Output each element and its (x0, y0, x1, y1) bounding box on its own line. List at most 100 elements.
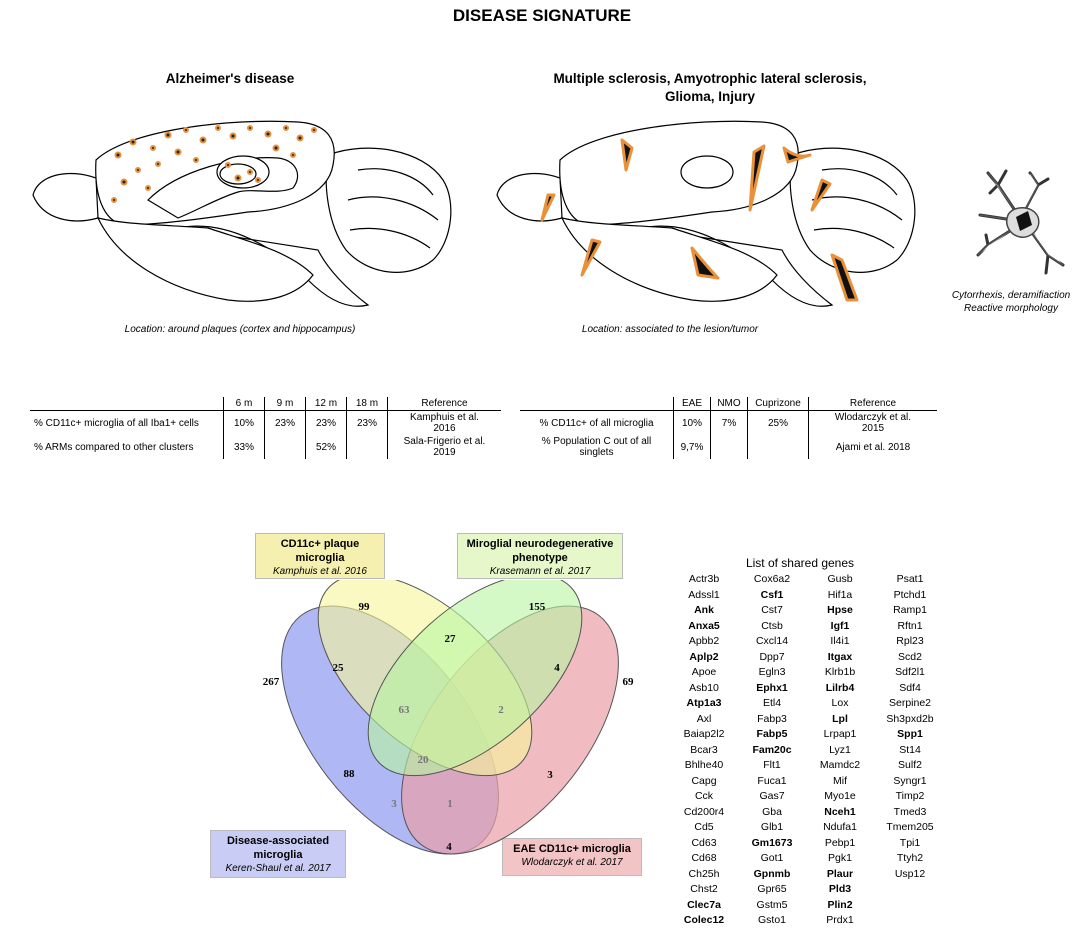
gene-item: Ramp1 (893, 604, 927, 616)
count-pink-only: 69 (623, 676, 635, 688)
amyloid-plaques (111, 125, 317, 203)
reactive-microglia-icon (976, 169, 1065, 275)
gene-item: Bhlhe40 (684, 759, 724, 771)
ms-title-line1: Multiple sclerosis, Amyotrophic lateral … (553, 71, 867, 86)
gene-item: Ttyh2 (896, 852, 924, 864)
gene-item: Asb10 (689, 681, 719, 694)
gene-item: Gsto1 (757, 914, 786, 926)
gene-item: Tmed3 (893, 805, 927, 818)
gene-item: Cck (694, 790, 714, 802)
gene-item: Etl4 (762, 697, 782, 709)
gene-item: Gusb (827, 573, 853, 585)
gene-item: Clec7a (687, 898, 721, 911)
cell-caption: Cytorrhexis, deramifiaction Reactive mor… (938, 289, 1084, 315)
gene-item: Colec12 (683, 914, 725, 926)
gene-item: Hpse (827, 604, 853, 616)
genes-title: List of shared genes (745, 556, 855, 570)
gene-item: Chst2 (690, 883, 718, 895)
main-title: DISEASE SIGNATURE (452, 6, 632, 25)
count-yellow-green: 27 (445, 633, 457, 645)
gene-item: Dpp7 (759, 650, 785, 663)
lower-brain (96, 217, 314, 302)
gene-item: Timp2 (895, 790, 925, 802)
gene-item: Cd5 (694, 821, 714, 833)
gene-item: Sdf4 (899, 681, 921, 694)
gene-item: Tpi1 (899, 836, 921, 849)
count-blue-yellow-pink: 3 (391, 798, 397, 810)
venn-diagram: 267 99 155 69 25 27 4 88 3 4 63 2 20 3 1 (263, 580, 635, 855)
gene-item: Lyz1 (829, 743, 851, 756)
gene-item: Cd68 (691, 852, 717, 864)
gene-item: Rpl23 (896, 635, 924, 647)
gene-item: Tmem205 (886, 821, 934, 833)
count-blue-pink: 4 (446, 841, 452, 853)
gene-item: Psat1 (896, 573, 924, 585)
gene-item: Adssl1 (688, 588, 720, 601)
table-header-row: 6 m 9 m 12 m 18 m Reference (30, 397, 501, 411)
gene-item: Glb1 (760, 821, 784, 833)
gene-item: Ctsb (761, 619, 783, 632)
gene-item: Ephx1 (756, 681, 788, 694)
gene-item: Bcar3 (690, 743, 718, 756)
gene-item: Sdf2l1 (895, 666, 925, 678)
gene-item: Mamdc2 (819, 759, 861, 771)
gene-item: Prdx1 (826, 914, 854, 926)
gene-item: Ch25h (688, 867, 720, 880)
gene-item: Gas7 (759, 790, 785, 802)
count-green-only: 155 (529, 601, 546, 613)
gene-item: Gpnmb (753, 867, 791, 880)
gene-item: Csf1 (760, 588, 784, 601)
gene-item: Anxa5 (688, 619, 720, 632)
ms-title: Multiple sclerosis, Amyotrophic lateral … (500, 70, 920, 106)
table-header-row: EAE NMO Cuprizone Reference (520, 397, 937, 411)
gene-item: Axl (696, 712, 712, 725)
gene-item: St14 (899, 743, 921, 756)
gene-item: Got1 (760, 852, 784, 864)
gene-item: Lrpap1 (823, 728, 857, 740)
gene-item: Gstm5 (756, 898, 788, 911)
alzheimer-brain-diagram (32, 120, 452, 307)
gene-item: Ndufa1 (823, 821, 857, 833)
count-blue-yellow-green: 63 (399, 704, 411, 716)
alzheimer-table: 6 m 9 m 12 m 18 m Reference % CD11c+ mic… (30, 397, 501, 459)
gene-item: Ptchd1 (893, 588, 927, 601)
gene-item: Flt1 (763, 759, 781, 771)
gene-item: Myo1e (824, 790, 856, 802)
gene-item: Atp1a3 (686, 697, 722, 709)
gene-item: Nceh1 (824, 805, 856, 818)
ms-table: EAE NMO Cuprizone Reference % CD11c+ of … (520, 397, 937, 459)
gene-item: Syngr1 (893, 774, 927, 787)
gene-item: Capg (691, 774, 717, 787)
gene-item: Pebp1 (824, 836, 856, 849)
gene-item: Fuca1 (757, 774, 787, 787)
gene-item: Cd63 (691, 836, 717, 849)
gene-item: Sh3pxd2b (886, 712, 934, 725)
ms-location: Location: associated to the lesion/tumor (581, 324, 759, 335)
count-all-four: 20 (418, 754, 430, 766)
gene-item: Apoe (691, 666, 717, 678)
cell-caption-line1: Cytorrhexis, deramifiaction (951, 290, 1071, 301)
gene-item: Klrb1b (824, 666, 856, 678)
count-yellow-green-pink: 2 (498, 704, 504, 716)
green-set (367, 580, 583, 777)
gene-item: Baiap2l2 (683, 728, 725, 740)
hippocampus (147, 157, 299, 219)
gene-item: Il4i1 (830, 635, 850, 647)
gene-item: Spp1 (897, 728, 923, 740)
gene-item: Mif (833, 774, 847, 787)
gene-item: Serpine2 (888, 697, 932, 709)
gene-item: Gpr65 (757, 883, 787, 895)
gene-item: Gba (762, 805, 782, 818)
gene-item: Aplp2 (689, 650, 719, 663)
gene-item: Fabp5 (756, 728, 788, 740)
gene-item: Apbb2 (688, 635, 720, 647)
gene-item: Cox6a2 (753, 573, 791, 585)
